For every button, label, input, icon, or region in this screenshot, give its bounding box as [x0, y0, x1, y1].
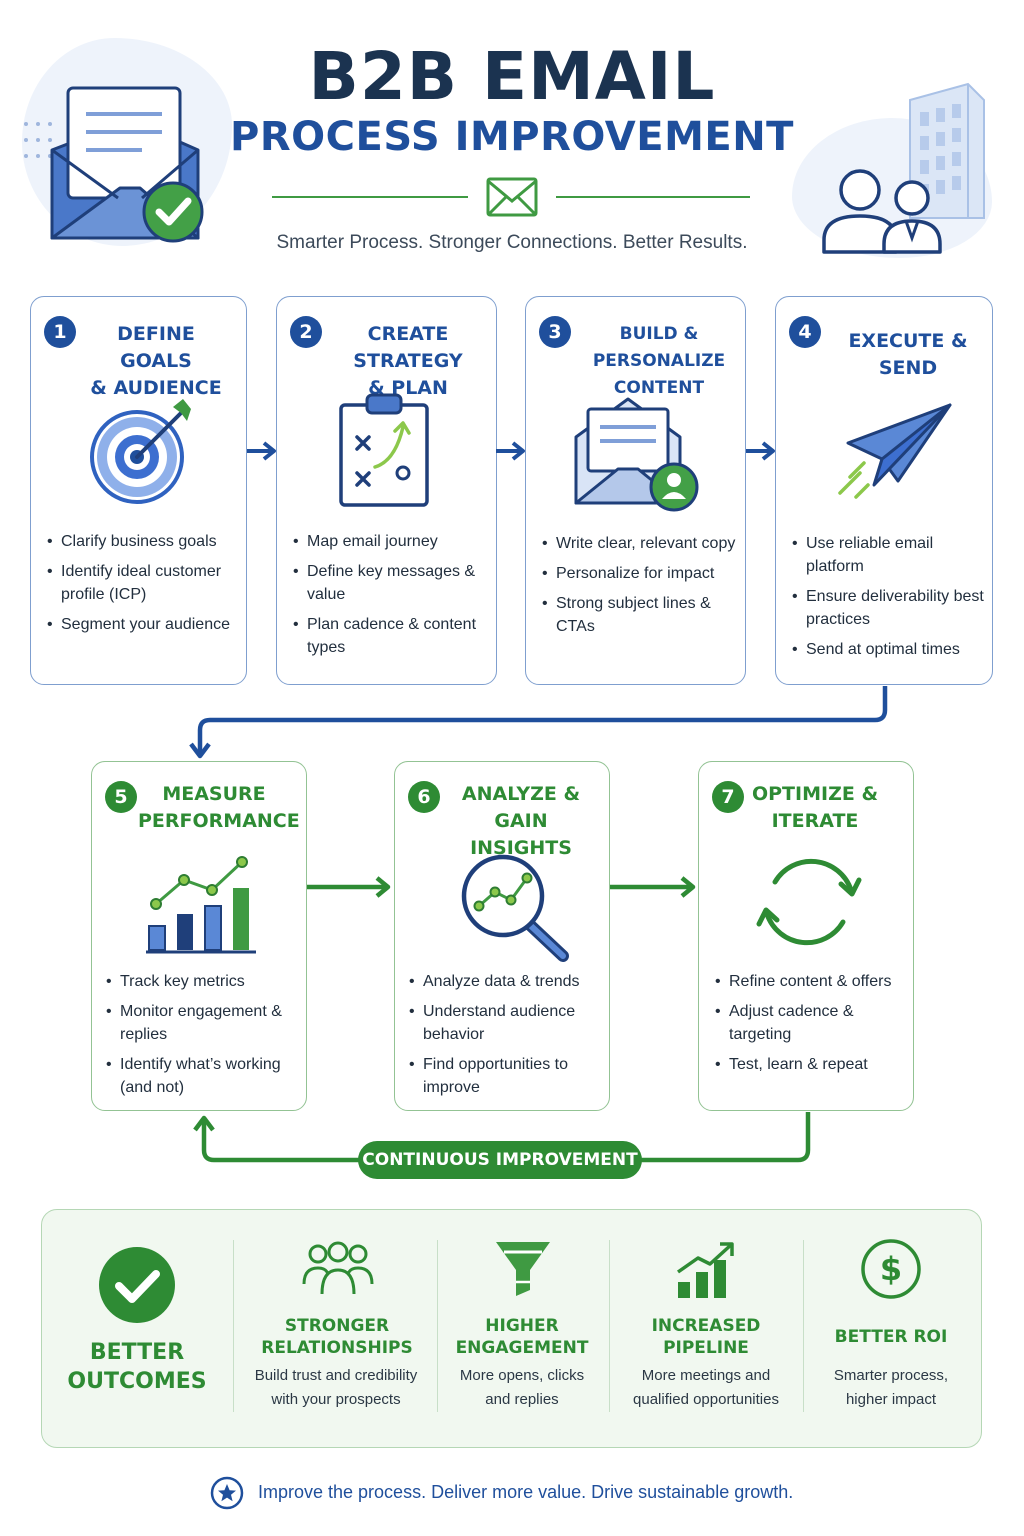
step-title-7: OPTIMIZE &ITERATE	[751, 783, 879, 832]
flow-connector-4-5	[189, 686, 888, 759]
step-card-6: 6 ANALYZE &GAIN INSIGHTS Analyze data & …	[394, 761, 610, 1111]
list-item: Map email journey	[293, 530, 493, 553]
step-card-7: 7 OPTIMIZE &ITERATE Refine content & off…	[698, 761, 914, 1111]
page-title: B2B EMAIL	[308, 38, 716, 115]
step-title-1: DEFINE GOALS& AUDIENCE	[90, 323, 222, 399]
list-item: Plan cadence & content types	[293, 613, 493, 659]
list-item: Write clear, relevant copy	[542, 532, 742, 555]
list-item: Personalize for impact	[542, 562, 742, 585]
step-bullets-7: Refine content & offers Adjust cadence &…	[715, 970, 911, 1083]
list-item: Test, learn & repeat	[715, 1053, 911, 1076]
list-item: Understand audience behavior	[409, 1000, 607, 1046]
step-card-4: 4 EXECUTE & SEND Use reliable email plat…	[775, 296, 993, 685]
clipboard-strategy-icon	[339, 393, 429, 507]
paper-plane-icon	[838, 403, 952, 499]
magnifier-chart-icon	[461, 854, 569, 962]
flow-arrow-2-3	[496, 441, 525, 461]
svg-text:$: $	[880, 1250, 902, 1288]
page-subtitle: PROCESS IMPROVEMENT	[230, 114, 794, 160]
step-card-2: 2 CREATE STRATEGY& PLAN Map email journe…	[276, 296, 497, 685]
list-item: Monitor engagement & replies	[106, 1000, 302, 1046]
star-badge-icon	[210, 1476, 244, 1510]
step-bullets-4: Use reliable email platform Ensure deliv…	[792, 532, 988, 668]
outcome-divider	[803, 1240, 804, 1412]
outcome-divider	[609, 1240, 610, 1412]
check-circle-icon	[99, 1247, 175, 1323]
step-number-2: 2	[290, 316, 322, 348]
funnel-icon	[496, 1242, 550, 1296]
list-item: Adjust cadence & targeting	[715, 1000, 911, 1046]
list-item: Segment your audience	[47, 613, 243, 636]
list-item: Identify what’s working (and not)	[106, 1053, 302, 1099]
refresh-cycle-icon	[756, 858, 862, 946]
step-number-4: 4	[789, 316, 821, 348]
outcome-divider	[437, 1240, 438, 1412]
flow-arrow-1-2	[247, 441, 276, 461]
flow-arrow-3-4	[746, 441, 775, 461]
list-item: Use reliable email platform	[792, 532, 988, 578]
step-number-6: 6	[408, 781, 440, 813]
list-item: Identify ideal customer profile (ICP)	[47, 560, 243, 606]
list-item: Track key metrics	[106, 970, 302, 993]
outcome-divider	[233, 1240, 234, 1412]
list-item: Find opportunities to improve	[409, 1053, 607, 1099]
people-icon	[302, 1241, 374, 1295]
continuous-improvement-badge: CONTINUOUS IMPROVEMENT	[358, 1141, 642, 1179]
list-item: Strong subject lines & CTAs	[542, 592, 742, 638]
step-bullets-6: Analyze data & trends Understand audienc…	[409, 970, 607, 1106]
tagline: Smarter Process. Stronger Connections. B…	[276, 232, 748, 253]
step-number-5: 5	[105, 781, 137, 813]
envelope-person-icon	[574, 397, 699, 512]
dollar-coin-icon: $	[861, 1239, 921, 1299]
outcome-title-roi: BETTER ROI	[834, 1327, 948, 1347]
flow-arrow-6-7	[610, 876, 696, 898]
step-title-4: EXECUTE & SEND	[848, 330, 968, 379]
step-number-3: 3	[539, 316, 571, 348]
step-number-1: 1	[44, 316, 76, 348]
step-bullets-2: Map email journey Define key messages & …	[293, 530, 493, 666]
growth-chart-icon	[676, 1242, 734, 1298]
list-item: Ensure deliverability best practices	[792, 585, 988, 631]
title-rule-right	[556, 196, 750, 198]
step-card-1: 1 DEFINE GOALS& AUDIENCE Clarify busines…	[30, 296, 247, 685]
list-item: Refine content & offers	[715, 970, 911, 993]
mail-icon	[486, 177, 538, 217]
step-title-6: ANALYZE &GAIN INSIGHTS	[461, 783, 581, 859]
list-item: Analyze data & trends	[409, 970, 607, 993]
outcome-desc-roi: Smarter process,higher impact	[833, 1367, 949, 1408]
list-item: Clarify business goals	[47, 530, 243, 553]
list-item: Define key messages & value	[293, 560, 493, 606]
envelope-check-icon	[24, 86, 204, 243]
flow-arrow-5-6	[307, 876, 391, 898]
step-bullets-5: Track key metrics Monitor engagement & r…	[106, 970, 302, 1106]
business-people-icon	[822, 82, 985, 254]
list-item: Send at optimal times	[792, 638, 988, 661]
title-rule-left	[272, 196, 468, 198]
step-title-2: CREATE STRATEGY& PLAN	[353, 323, 463, 399]
step-number-7: 7	[712, 781, 744, 813]
target-icon	[90, 399, 191, 504]
bar-chart-icon	[146, 856, 256, 954]
footer-text: Improve the process. Deliver more value.…	[258, 1482, 794, 1502]
step-bullets-3: Write clear, relevant copy Personalize f…	[542, 532, 742, 645]
step-bullets-1: Clarify business goals Identify ideal cu…	[47, 530, 243, 643]
